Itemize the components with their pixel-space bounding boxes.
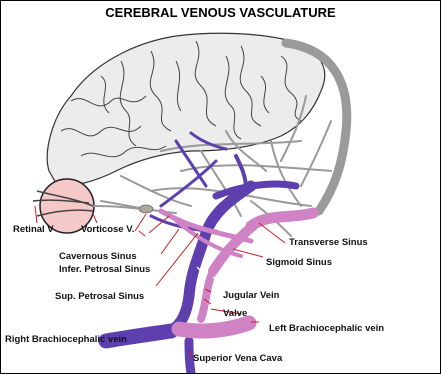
label-sigmoid-sinus: Sigmoid Sinus (266, 257, 332, 268)
label-vorticose-v: Vorticose V. (81, 224, 134, 235)
brain (47, 33, 324, 185)
label-sup-petrosal-sinus: Sup. Petrosal Sinus (55, 291, 144, 302)
label-retinal-v: Retinal V (13, 224, 54, 235)
left-brachiocephalic-vein (179, 323, 249, 331)
label-transverse-sinus: Transverse Sinus (289, 237, 368, 248)
left-jugular-vein (201, 271, 213, 319)
label-superior-vena-cava: Superior Vena Cava (193, 353, 283, 364)
label-infer-petrosal-sinus: Infer. Petrosal Sinus (59, 264, 150, 275)
valve-mark (213, 277, 223, 283)
label-valve: Valve (223, 308, 247, 319)
label-right-brachiocephalic-vein: Right Brachiocephalic vein (5, 334, 127, 345)
label-cavernous-sinus: Cavernous Sinus (59, 251, 137, 262)
label-left-brachiocephalic-vein: Left Brachiocephalic vein (269, 323, 384, 334)
label-jugular-vein: Jugular Vein (223, 290, 280, 301)
